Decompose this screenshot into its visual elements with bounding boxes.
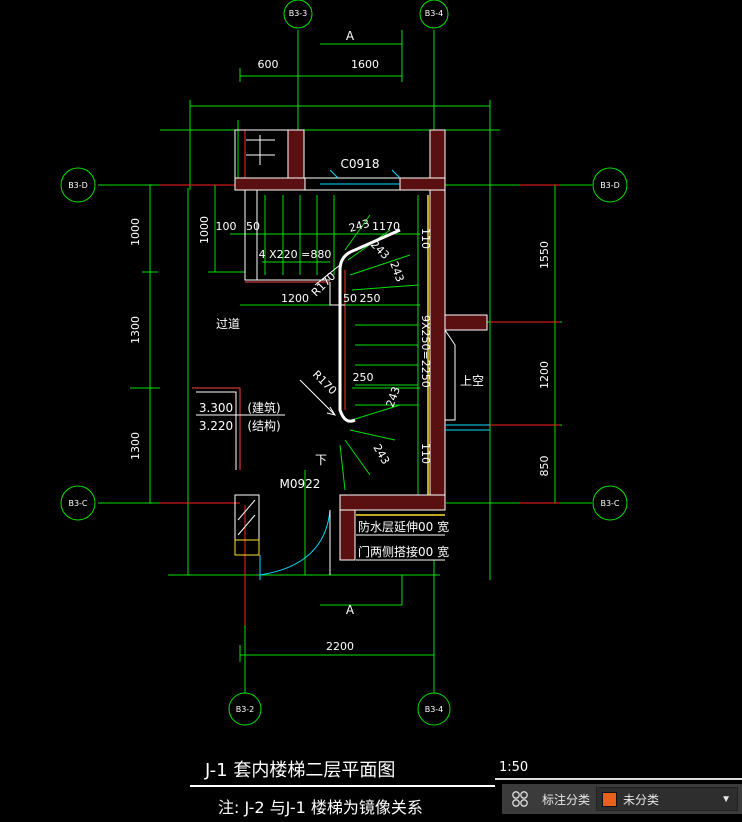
door-sides-note: 门两侧搭接00 宽 bbox=[358, 544, 449, 559]
dim-1170: 1170 bbox=[372, 220, 400, 233]
axis-label-bottom-left: B3-2 bbox=[236, 705, 255, 714]
axis-bubbles bbox=[60, 0, 628, 726]
dim-250a: 250 bbox=[360, 292, 381, 305]
category-color-swatch bbox=[602, 791, 618, 807]
axis-label-left-top: B3-D bbox=[68, 181, 88, 190]
dim-right-1200: 1200 bbox=[538, 361, 551, 389]
dim-right-1550: 1550 bbox=[538, 241, 551, 269]
axis-label-bottom-right: B3-4 bbox=[425, 705, 444, 714]
landing-edge bbox=[329, 282, 345, 306]
category-selected: 未分类 bbox=[623, 792, 660, 807]
handrail bbox=[338, 228, 401, 423]
dim-left-1300a: 1300 bbox=[129, 316, 142, 344]
grid-icon[interactable] bbox=[508, 787, 532, 811]
dim-110a: 110 bbox=[419, 228, 432, 249]
window-label: C0918 bbox=[341, 157, 380, 171]
dim-steps: 4 X220 =880 bbox=[259, 248, 332, 261]
dim-2200: 2200 bbox=[326, 640, 354, 653]
elev-struct-note: (结构) bbox=[247, 418, 280, 433]
corridor-label: 过道 bbox=[216, 317, 240, 331]
door-swing bbox=[259, 509, 331, 576]
radius-arrow-top bbox=[314, 264, 341, 286]
category-select[interactable]: 未分类 ▼ bbox=[596, 787, 739, 811]
dim-1600: 1600 bbox=[351, 58, 379, 71]
dim-250b: 250 bbox=[353, 371, 374, 384]
dim-inner-1000: 1000 bbox=[198, 216, 211, 244]
annotation-category-bar: 标注分类 未分类 ▼ bbox=[502, 784, 742, 814]
axis-label-right-top: B3-D bbox=[600, 181, 620, 190]
dim-r170b: R170 bbox=[310, 368, 339, 397]
drawing-title: J-1 套内楼梯二层平面图 bbox=[204, 760, 395, 781]
window-mark bbox=[329, 169, 401, 179]
radius-arrow bbox=[299, 379, 337, 416]
dim-50b: 50 bbox=[343, 292, 357, 305]
waterproof-note: 防水层延伸00 宽 bbox=[358, 519, 449, 534]
dim-243e: 243 bbox=[370, 442, 392, 467]
dim-110b: 110 bbox=[419, 443, 432, 464]
axis-label-top-left: B3-3 bbox=[289, 9, 308, 18]
elev-arch-note: (建筑) bbox=[247, 400, 280, 415]
axis-label-right-bottom: B3-C bbox=[600, 499, 619, 508]
dim-left-1000: 1000 bbox=[129, 218, 142, 246]
dim-600: 600 bbox=[258, 58, 279, 71]
axis-label-left-bottom: B3-C bbox=[68, 499, 87, 508]
dim-right-850: 850 bbox=[538, 456, 551, 477]
elev-arch: 3.300 bbox=[199, 401, 233, 415]
door-label: M0922 bbox=[280, 477, 321, 491]
void-label: 上空 bbox=[460, 374, 484, 388]
scale-underline bbox=[495, 778, 742, 780]
dim-243a: 243 bbox=[347, 217, 371, 235]
dim-left-1300b: 1300 bbox=[129, 432, 142, 460]
scale-label: 1:50 bbox=[499, 760, 529, 775]
dim-243c: 243 bbox=[387, 260, 406, 284]
down-label: 下 bbox=[315, 453, 327, 467]
dim-50a: 50 bbox=[246, 220, 260, 233]
chevron-down-icon: ▼ bbox=[721, 793, 732, 805]
walls bbox=[192, 129, 490, 561]
dim-steps-vert: 9X250=2250 bbox=[419, 315, 432, 388]
elev-struct: 3.220 bbox=[199, 419, 233, 433]
mirror-note: 注: J-2 与J-1 楼梯为镜像关系 bbox=[218, 798, 423, 817]
axis-label-top-right: B3-4 bbox=[425, 9, 444, 18]
section-mark-top: A bbox=[346, 29, 355, 43]
dim-1200: 1200 bbox=[281, 292, 309, 305]
category-label: 标注分类 bbox=[542, 792, 591, 807]
section-mark-bottom: A bbox=[346, 603, 355, 617]
dim-100: 100 bbox=[216, 220, 237, 233]
